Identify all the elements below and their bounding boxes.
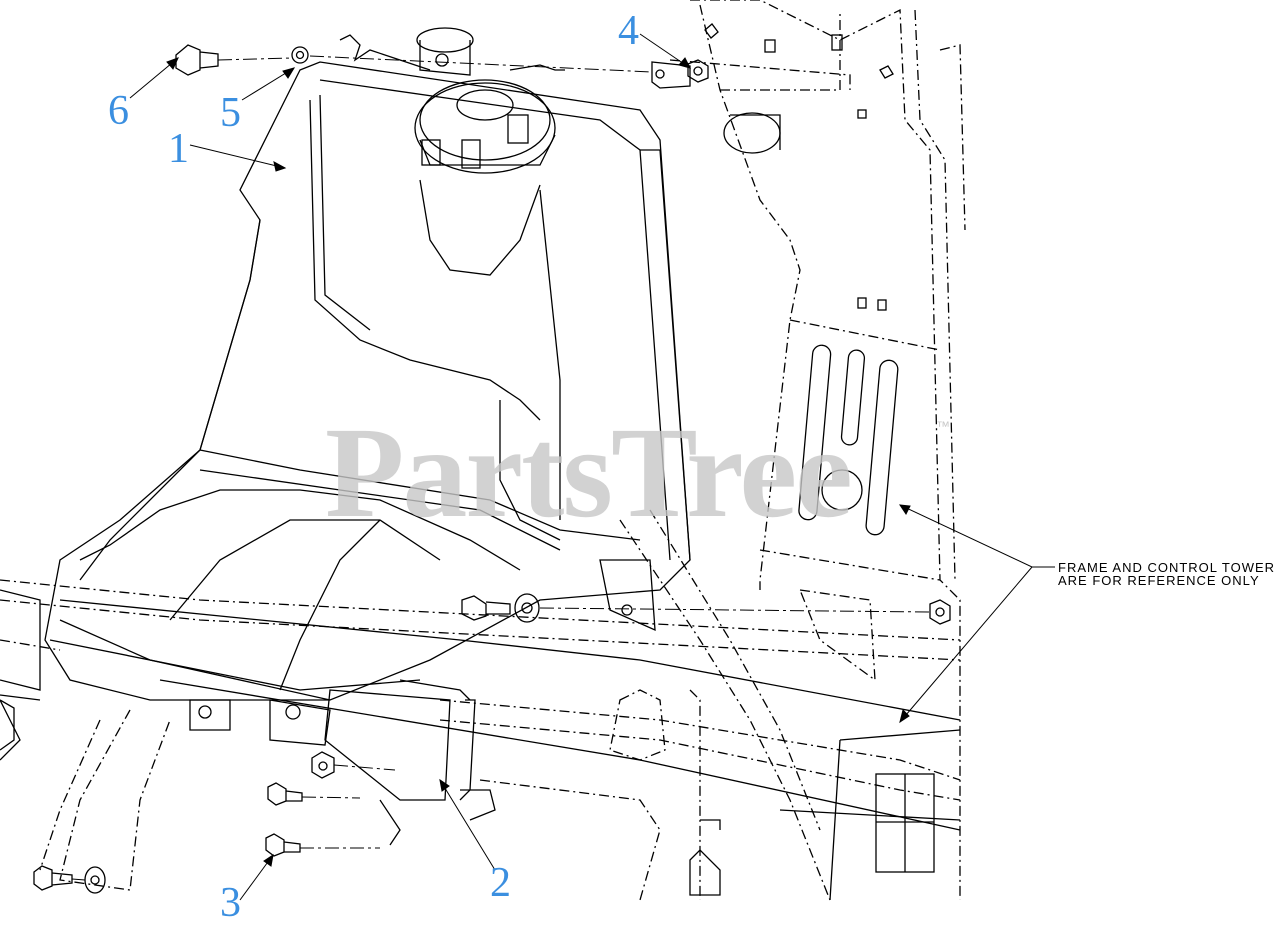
fasteners-misc (0, 593, 951, 894)
bolt-item-6 (175, 44, 219, 76)
lower-frame (39, 689, 961, 901)
callout-leaders (129, 33, 1055, 901)
channel-rails (0, 589, 961, 901)
reference-note-line-2: ARE FOR REFERENCE ONLY (1058, 573, 1260, 588)
callout-5: 5 (220, 90, 241, 136)
reference-note-line-1: FRAME AND CONTROL TOWER (1058, 560, 1276, 575)
callout-3: 3 (220, 880, 241, 926)
callout-2: 2 (490, 860, 511, 906)
frame-reference (0, 0, 966, 901)
mounting-bracket (189, 679, 496, 846)
bolt-item-3 (265, 782, 303, 857)
watermark-trademark: ™ (936, 418, 950, 434)
assembly-lines (71, 55, 931, 881)
callout-1: 1 (168, 126, 189, 172)
callout-4: 4 (618, 8, 639, 54)
fuel-tank (44, 27, 691, 701)
watermark: PartsTree (325, 401, 853, 545)
tower-slots (704, 23, 899, 536)
callout-6: 6 (108, 88, 129, 134)
